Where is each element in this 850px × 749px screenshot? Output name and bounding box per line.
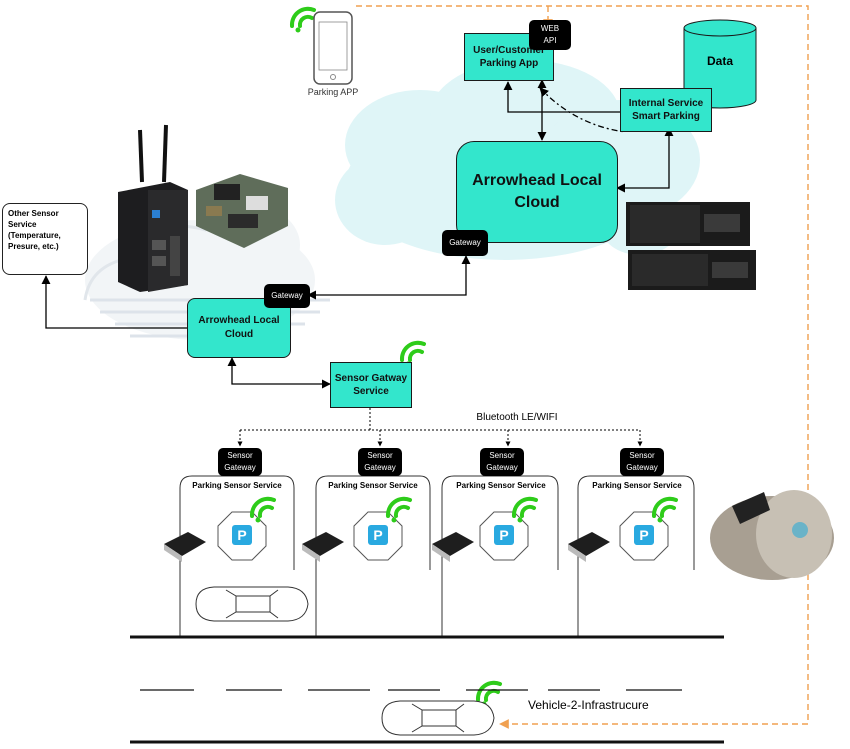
sensor-gateway-service-box: Sensor Gatway Service bbox=[330, 362, 412, 408]
parking-sensor-service-label: Parking Sensor Service bbox=[328, 481, 418, 490]
main-arrowhead-cloud-box: Arrowhead Local Cloud bbox=[456, 141, 618, 243]
parking-sensor-service-label: Parking Sensor Service bbox=[192, 481, 282, 490]
sensor-gateway-badge: Sensor Gateway bbox=[358, 448, 402, 476]
server-rack-icon bbox=[626, 202, 756, 290]
parking-posts bbox=[179, 570, 579, 636]
bluetooth-distribution bbox=[237, 408, 643, 447]
gateway-link-arrows bbox=[41, 255, 471, 389]
v2i-dashed-link bbox=[356, 5, 809, 729]
cloud-arrows bbox=[503, 79, 674, 193]
other-sensor-service-box: Other Sensor Service (Temperature, Presu… bbox=[2, 203, 88, 275]
main-cloud-gateway-badge: Gateway bbox=[442, 230, 488, 256]
sensor-gateway-badge: Sensor Gateway bbox=[218, 448, 262, 476]
sensor-gateway-badge: Sensor Gateway bbox=[620, 448, 664, 476]
parking-app-label: Parking APP bbox=[307, 87, 359, 97]
parking-service-frames bbox=[179, 475, 695, 570]
sensor-puck-icon bbox=[710, 490, 834, 580]
internal-service-box: Internal Service Smart Parking bbox=[620, 88, 712, 132]
edge-gateway-device-icon bbox=[118, 124, 188, 292]
smartphone-icon bbox=[313, 11, 353, 85]
usb-dongle-icons bbox=[164, 532, 610, 562]
parking-badge: P bbox=[232, 525, 252, 545]
parking-badge: P bbox=[634, 525, 654, 545]
parking-sensor-service-label: Parking Sensor Service bbox=[592, 481, 682, 490]
car-icons bbox=[195, 586, 495, 736]
sensor-gateway-badge: Sensor Gateway bbox=[480, 448, 524, 476]
local-cloud-gateway-badge: Gateway bbox=[264, 284, 310, 308]
web-api-badge: WEB API bbox=[529, 20, 571, 50]
parking-sensor-service-label: Parking Sensor Service bbox=[456, 481, 546, 490]
parking-badge: P bbox=[368, 525, 388, 545]
circuit-board-icon bbox=[196, 174, 288, 248]
local-arrowhead-cloud-box: Arrowhead Local Cloud bbox=[187, 298, 291, 358]
parking-badge: P bbox=[494, 525, 514, 545]
v2i-label: Vehicle-2-Infrastrucure bbox=[528, 698, 649, 712]
road-lines bbox=[130, 635, 724, 744]
data-store-label: Data bbox=[706, 54, 733, 68]
bluetooth-label: Bluetooth LE/WIFI bbox=[476, 412, 558, 423]
